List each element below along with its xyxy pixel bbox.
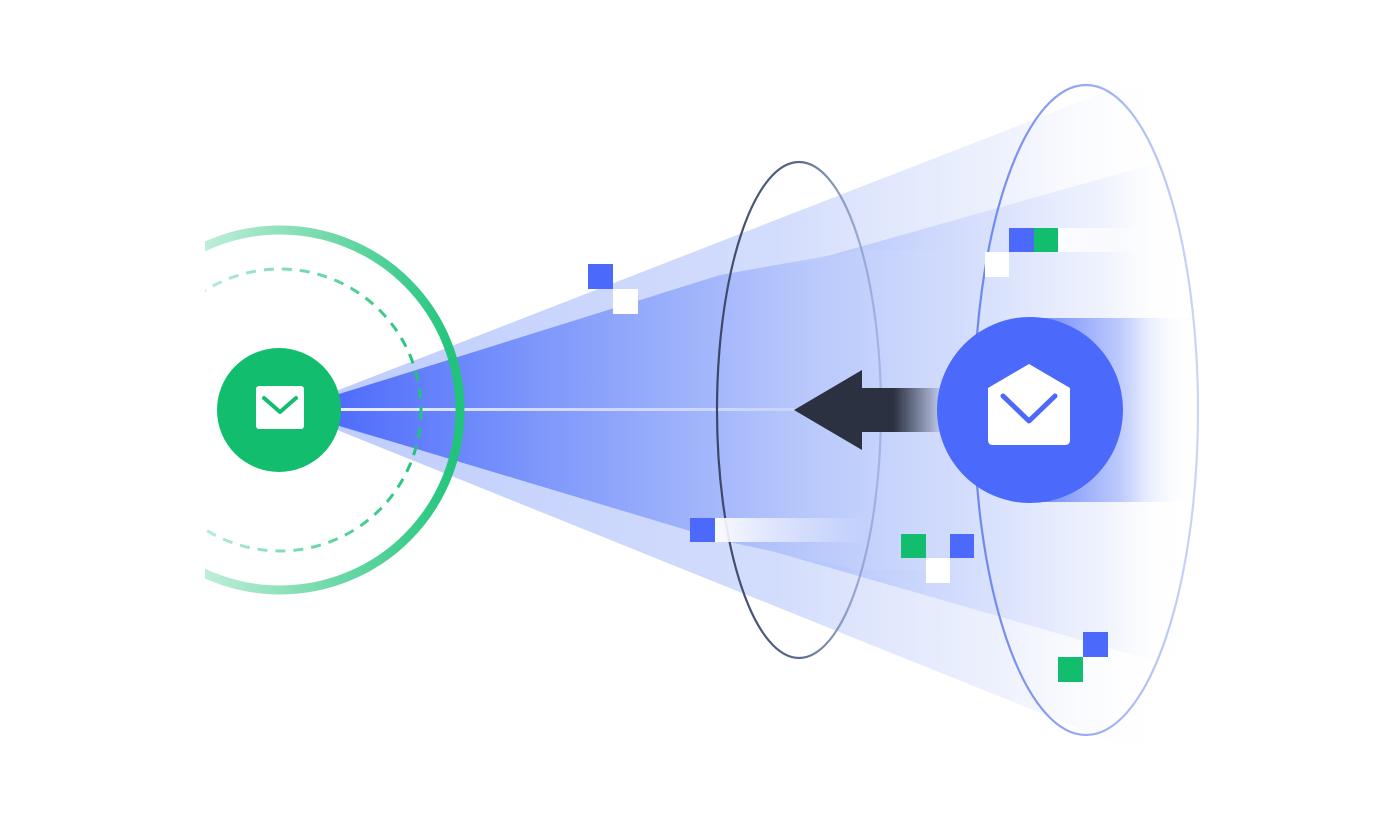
beam-center-line [330,408,890,411]
beam-edge-fade [1120,60,1210,760]
sender-outer-ring [205,225,465,595]
pixel-cluster-lower-right [1058,632,1108,682]
data-pixels [588,228,1168,682]
pixel-cluster-lower-middle [901,534,974,583]
pixel-cluster-lower-left [690,518,865,542]
closed-envelope-icon [256,386,304,429]
left-arrow-icon [794,370,946,450]
pixel-cluster-upper-left [588,264,638,314]
sender-node [205,225,465,595]
receiver-node [937,317,1123,503]
open-envelope-icon [988,364,1070,445]
pixel-cluster-upper-right [985,228,1168,277]
sender-dashed-ring [205,267,423,553]
